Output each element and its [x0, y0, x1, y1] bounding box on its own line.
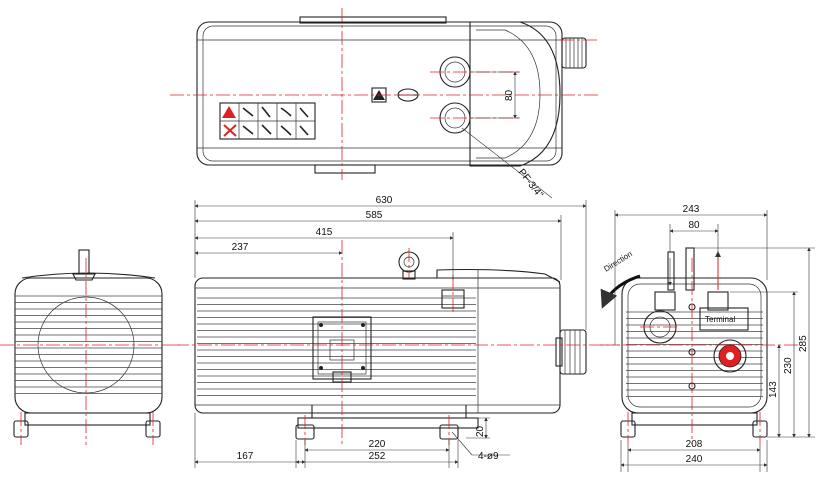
dim-240: 240	[686, 454, 703, 465]
front-view: 630 585 415 237 167 220 252 20 4-ø9	[175, 195, 620, 468]
top-view: 80 PF-3/4"	[170, 8, 600, 201]
dim-top-80: 80	[504, 89, 515, 101]
dim-585: 585	[366, 210, 383, 221]
dim-243: 243	[683, 204, 700, 215]
right-view: Terminal Direction 243 80	[600, 204, 815, 472]
thread-label: PF-3/4"	[516, 167, 546, 201]
terminal-box: Terminal	[699, 307, 749, 331]
direction-label: Direction	[602, 249, 634, 273]
dim-285: 285	[798, 335, 809, 352]
dim-143: 143	[768, 381, 779, 398]
dim-237: 237	[232, 242, 249, 253]
dim-208: 208	[686, 439, 703, 450]
dim-252: 252	[369, 451, 386, 462]
dim-220: 220	[369, 439, 386, 450]
dim-630: 630	[376, 195, 393, 206]
dim-20: 20	[475, 425, 486, 437]
front-fins	[197, 297, 476, 396]
dim-right-80: 80	[688, 220, 700, 231]
holes-label: 4-ø9	[478, 451, 499, 462]
safety-label	[219, 102, 316, 140]
dim-415: 415	[316, 227, 333, 238]
terminal-label: Terminal	[705, 315, 735, 324]
dim-230: 230	[783, 357, 794, 374]
left-view	[0, 249, 180, 445]
left-fins	[15, 295, 162, 394]
dim-167: 167	[237, 451, 254, 462]
